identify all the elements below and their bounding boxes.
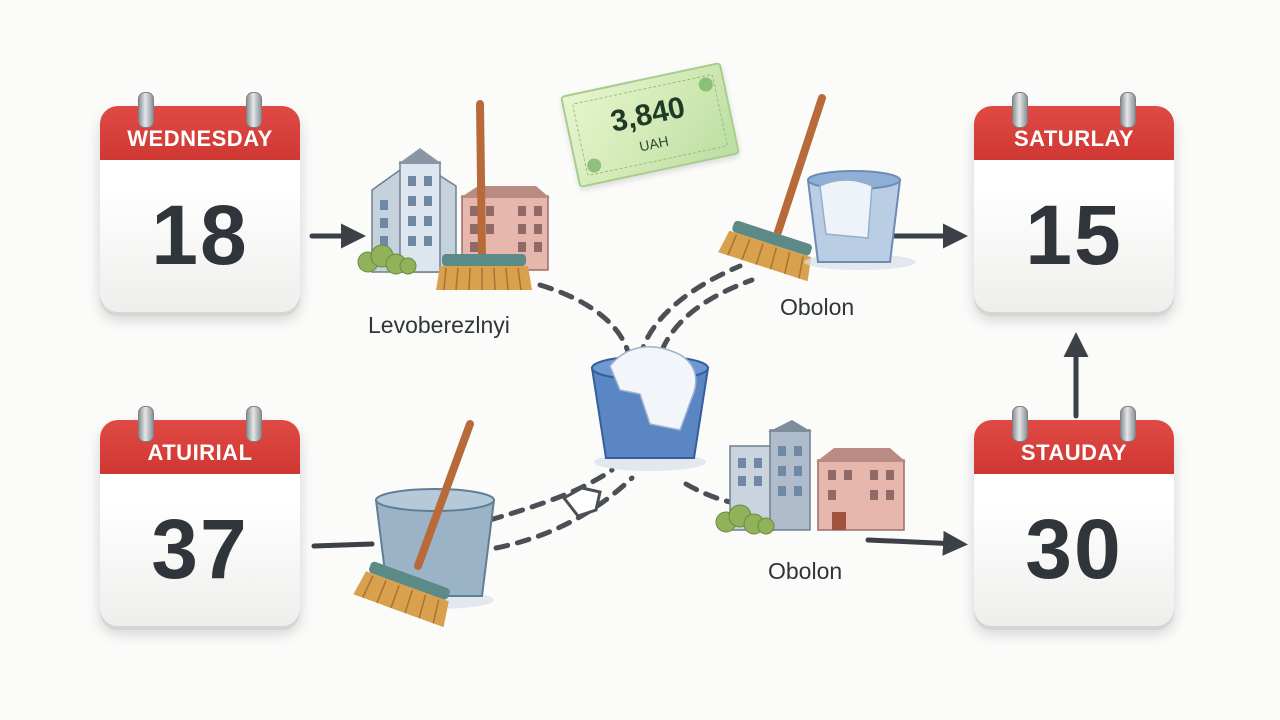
calendar-atuirial: ATUIRIAL 37 [100, 406, 300, 636]
broom-icon [353, 420, 474, 628]
bucket-icon [804, 170, 916, 270]
mop-bucket-icon [590, 345, 710, 471]
calendar-wednesday: WEDNESDAY 18 [100, 92, 300, 322]
broom-icon [718, 94, 826, 282]
calendar-ring-icon [138, 92, 154, 128]
calendar-day: SATURLAY [974, 106, 1174, 160]
calendar-ring-icon [138, 406, 154, 442]
calendar-ring-icon [246, 92, 262, 128]
calendar-ring-icon [1120, 406, 1136, 442]
location-label-obolon-top: Obolon [780, 294, 855, 320]
broom-icon [436, 100, 532, 291]
dashed-path-bucket-hub-1 [487, 467, 615, 523]
line-atuirial-to-bucket [311, 541, 375, 549]
dashed-path-hub-obolon-1 [659, 277, 755, 353]
dashed-path-bucket-hub-2 [493, 475, 635, 551]
calendar-date: 18 [151, 187, 249, 282]
rag-icon [561, 486, 602, 518]
calendar-day: WEDNESDAY [100, 106, 300, 160]
calendar-saturday: SATURLAY 15 [974, 92, 1174, 322]
calendar-staurday: STAUDAY 30 [974, 406, 1174, 636]
dashed-path-hub-obolon-2 [637, 263, 743, 361]
apartment-buildings-icon [357, 148, 550, 275]
location-label-obolon-bottom: Obolon [768, 558, 843, 584]
calendar-ring-icon [1120, 92, 1136, 128]
dashed-path-levoberezhnyi-hub [537, 282, 631, 355]
calendar-day: STAUDAY [974, 420, 1174, 474]
location-label-levoberezhnyi: Levoberezlnyi [368, 312, 510, 338]
dashed-path-hub-buildings [683, 481, 733, 505]
calendar-ring-icon [246, 406, 262, 442]
calendar-day: ATUIRIAL [100, 420, 300, 474]
calendar-date: 15 [1025, 187, 1123, 282]
calendar-ring-icon [1012, 406, 1028, 442]
calendar-date: 37 [151, 501, 249, 596]
calendar-ring-icon [1012, 92, 1028, 128]
apartment-buildings-icon [715, 420, 906, 535]
calendar-date: 30 [1025, 501, 1123, 596]
arrow-obolon-to-staurday [865, 530, 968, 556]
